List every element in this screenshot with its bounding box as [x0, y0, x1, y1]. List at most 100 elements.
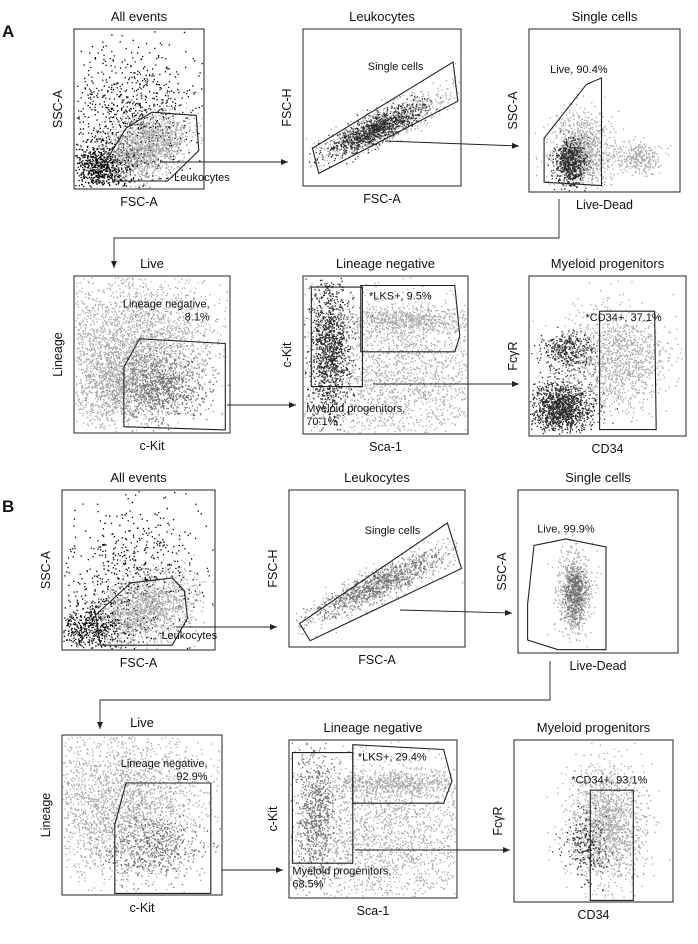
cd34-gate — [599, 310, 657, 431]
dead-dots — [612, 136, 672, 178]
gate-arrow — [399, 609, 513, 614]
plot-frame — [513, 739, 674, 903]
y-axis-label: FSC-H — [280, 88, 294, 126]
x-axis-label: c-Kit — [130, 901, 156, 915]
single-cells-gate — [298, 522, 463, 642]
myeloid-progenitors-gate — [291, 752, 354, 864]
x-axis-label: CD34 — [578, 908, 610, 922]
plot-frame — [302, 275, 469, 435]
gate-label: *CD34+, 93.1% — [571, 775, 647, 787]
y-axis-label: c-Kit — [266, 806, 280, 832]
lin-neg-dots-light — [304, 277, 468, 433]
lks-gate — [360, 284, 461, 353]
gate-label: *LKS+, 9.5% — [369, 291, 432, 303]
x-axis-label: FSC-A — [120, 656, 158, 670]
gate-label: 70.1% — [306, 416, 337, 428]
x-axis-label: Sca-1 — [369, 440, 402, 454]
gate-arrow — [99, 661, 551, 729]
leukocytes-gate — [105, 111, 200, 182]
single-cells-gate — [311, 61, 459, 175]
gate-label: Leukocytes — [161, 630, 217, 642]
plot-title: Single cells — [572, 9, 638, 24]
lks-dots — [292, 764, 456, 804]
gate-label: Myeloid progenitors, — [292, 865, 391, 877]
x-axis-label: c-Kit — [140, 439, 166, 453]
arrowhead — [111, 261, 117, 268]
gate-label: Leukocytes — [174, 172, 230, 184]
lin-neg-dots-dense — [290, 742, 361, 895]
plot-title: Live — [130, 715, 154, 730]
x-axis-label: Sca-1 — [357, 904, 390, 918]
arrowhead — [511, 142, 519, 149]
plot-title: Myeloid progenitors — [551, 256, 665, 271]
lin-neg-dots-light — [290, 741, 457, 897]
cd34-dots-light — [530, 280, 683, 431]
leukocyte-dots — [80, 90, 203, 189]
gate-label: Lineage negative, — [123, 298, 210, 310]
gate-label: Single cells — [368, 61, 424, 73]
lks-gate — [352, 744, 453, 804]
plot-frame — [302, 28, 462, 187]
y-axis-label: SSC-A — [51, 89, 65, 128]
arrowhead — [270, 624, 277, 630]
arrowhead — [276, 867, 283, 873]
arrowhead — [97, 722, 103, 729]
cd34-dots-upper — [531, 326, 601, 378]
y-axis-label: SSC-A — [506, 91, 520, 130]
y-axis-label: Lineage — [39, 793, 53, 838]
gating-arrows — [97, 140, 560, 873]
y-axis-label: FcγR — [506, 341, 520, 370]
plot-title: All events — [111, 9, 168, 24]
gate-label: *LKS+, 29.4% — [358, 752, 427, 764]
live-dots-dense — [547, 131, 592, 192]
x-axis-label: Live-Dead — [576, 198, 633, 212]
gate-label: 68.5% — [292, 878, 323, 890]
plot-frame — [528, 28, 681, 193]
y-axis-label: c-Kit — [280, 342, 294, 368]
lineage-negative-gate — [123, 338, 226, 431]
singlet-dots-light — [295, 529, 464, 638]
lineage-dots-light — [63, 736, 221, 893]
event-dots-core — [75, 129, 148, 188]
gate-label: Lineage negative, — [121, 758, 208, 770]
live-gate — [543, 77, 603, 187]
arrowhead — [504, 609, 512, 616]
y-axis-label: SSC-A — [495, 552, 509, 591]
plot-title: Lineage negative — [323, 720, 422, 735]
gate-label: Live, 99.9% — [537, 523, 595, 535]
leukocytes-gate — [95, 577, 189, 646]
plot-title: All events — [110, 470, 167, 485]
y-axis-label: FSC-H — [266, 549, 280, 587]
panel-letter: B — [2, 497, 14, 516]
plot-title: Leukocytes — [349, 9, 415, 24]
arrowhead — [289, 402, 296, 408]
arrowhead — [281, 159, 288, 165]
arrowhead — [503, 847, 510, 853]
live-dots-light — [534, 93, 638, 191]
myeloid-progenitors-gate — [310, 286, 363, 388]
x-axis-label: FSC-A — [120, 195, 158, 209]
cd34-gate — [589, 789, 634, 901]
y-axis-label: FcγR — [491, 806, 505, 835]
gate-label: *CD34+, 37.1% — [586, 312, 662, 324]
event-dots-core — [63, 594, 142, 650]
cd34-dots-light — [546, 742, 671, 902]
gate-label: Myeloid progenitors, — [306, 403, 405, 415]
x-axis-label: FSC-A — [363, 192, 401, 206]
lineage-dots-fill — [75, 316, 192, 432]
plot-frame — [288, 489, 466, 648]
plot-frame — [288, 739, 458, 899]
gate-label: Single cells — [365, 525, 421, 537]
plot-title: Leukocytes — [344, 470, 410, 485]
